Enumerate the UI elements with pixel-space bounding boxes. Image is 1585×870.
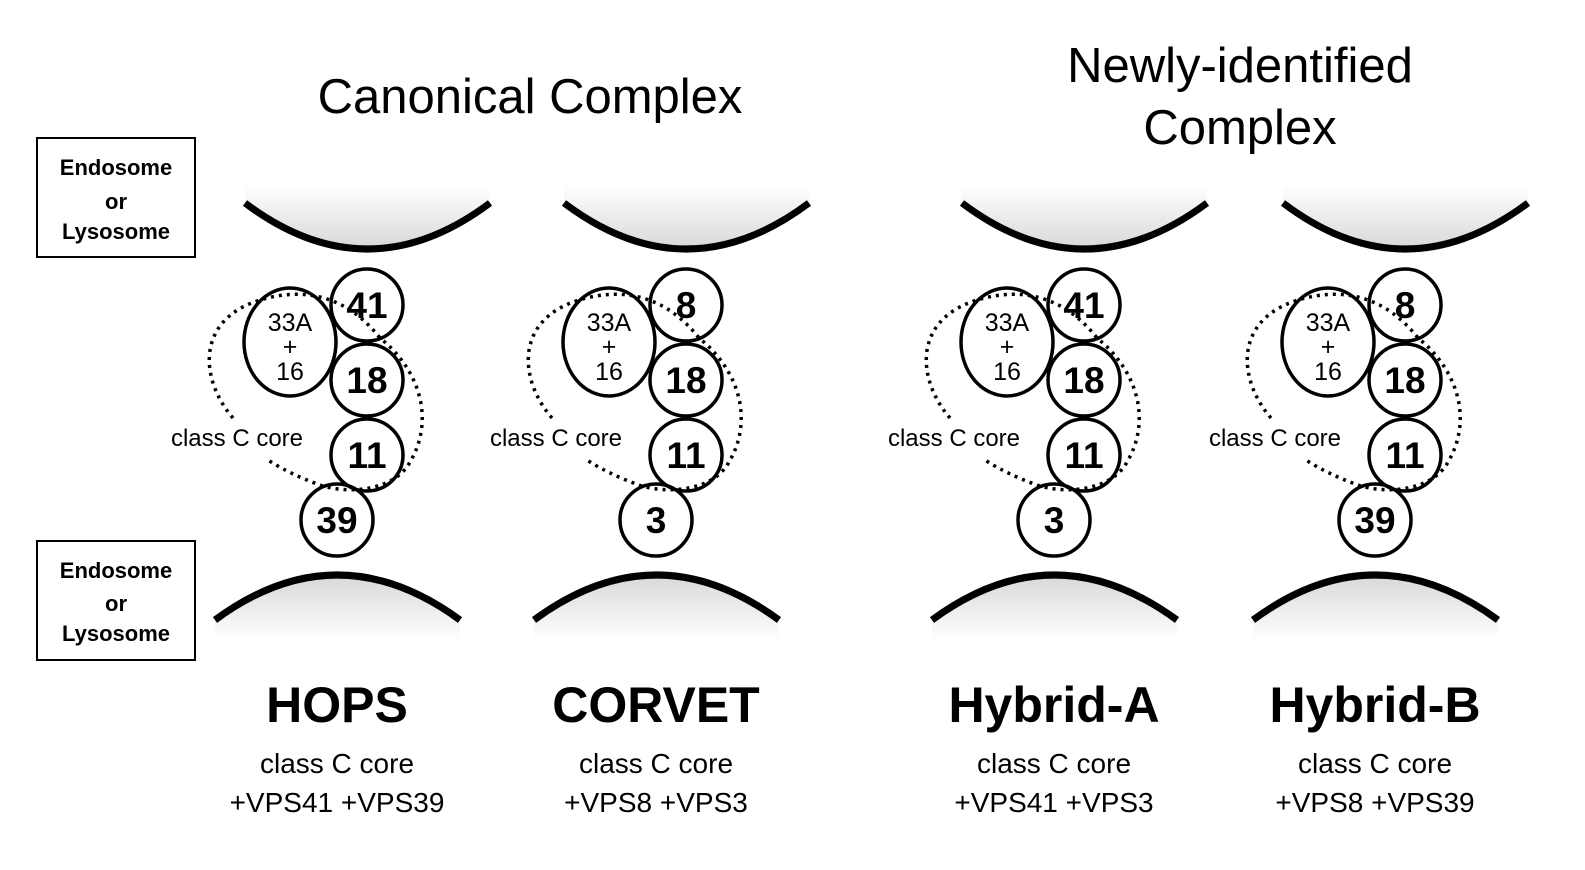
subunit-label: + xyxy=(602,333,617,361)
subunit-label: 18 xyxy=(665,360,706,401)
subunit-39 xyxy=(299,482,375,558)
subunit-11 xyxy=(1367,417,1443,493)
complex-additions: +VPS8 +VPS3 xyxy=(564,787,748,818)
subunit-label: 33A xyxy=(587,309,632,337)
subunit-33a-16 xyxy=(959,286,1055,398)
compartment-box-bottom: Endosome or Lysosome xyxy=(36,540,196,661)
complex-description: class C core xyxy=(1298,748,1452,779)
subunit-41 xyxy=(1046,267,1122,343)
subunit-label: 18 xyxy=(1384,360,1425,401)
compartment-label: Lysosome xyxy=(62,219,170,244)
membrane-bottom xyxy=(1250,571,1501,623)
subunit-label: 18 xyxy=(346,360,387,401)
subunit-33a-16 xyxy=(1280,286,1376,398)
subunit-label: 3 xyxy=(646,500,667,541)
subunit-18 xyxy=(1046,342,1122,418)
class-c-core-outline xyxy=(924,292,1141,492)
subunit-label: 16 xyxy=(993,358,1021,386)
canonical-complex-title: Canonical Complex xyxy=(318,70,743,124)
subunit-label: 18 xyxy=(1063,360,1104,401)
subunit-label: 11 xyxy=(1064,435,1103,476)
subunit-33a-16 xyxy=(561,286,657,398)
subunit-label: 11 xyxy=(1385,435,1424,476)
membrane-shading-bottom xyxy=(932,575,1177,640)
subunit-11 xyxy=(329,417,405,493)
membrane-shading-bottom xyxy=(1253,575,1498,640)
class-c-core-outline xyxy=(526,292,743,492)
complex-name: CORVET xyxy=(552,677,759,733)
complex-additions: +VPS8 +VPS39 xyxy=(1275,787,1474,818)
membrane-top xyxy=(1280,200,1531,253)
subunit-label: + xyxy=(1321,333,1336,361)
membrane-shading-bottom xyxy=(534,575,779,640)
subunit-label: 8 xyxy=(1395,285,1416,326)
subunit-label: 33A xyxy=(1306,309,1351,337)
class-c-core-label: class C core xyxy=(1209,425,1341,452)
membrane-shading-top xyxy=(962,185,1207,249)
complex-name: HOPS xyxy=(266,677,408,733)
subunit-label: 33A xyxy=(268,309,313,337)
membrane-shading-top xyxy=(245,185,490,249)
subunit-8 xyxy=(1367,267,1443,343)
subunit-label: 11 xyxy=(666,435,705,476)
subunit-3 xyxy=(1016,482,1092,558)
subunit-18 xyxy=(648,342,724,418)
membrane-shading-top xyxy=(564,185,809,249)
subunit-label: 41 xyxy=(346,285,387,326)
subunit-label: + xyxy=(1000,333,1015,361)
class-c-core-outline xyxy=(207,292,424,492)
compartment-label: Endosome xyxy=(60,155,172,180)
subunit-label: 11 xyxy=(347,435,386,476)
complex-description: class C core xyxy=(977,748,1131,779)
subunit-33a-16 xyxy=(242,286,338,398)
compartment-label: Lysosome xyxy=(62,621,170,646)
membrane-top xyxy=(959,200,1210,253)
subunit-8 xyxy=(648,267,724,343)
membrane-bottom xyxy=(929,571,1180,623)
complex-name: Hybrid-A xyxy=(948,677,1159,733)
compartment-label: or xyxy=(105,591,127,616)
subunit-11 xyxy=(648,417,724,493)
complex-description: class C core xyxy=(260,748,414,779)
subunit-label: 16 xyxy=(1314,358,1342,386)
compartment-box-top: Endosome or Lysosome xyxy=(36,137,196,258)
subunit-39 xyxy=(1337,482,1413,558)
subunit-label: 16 xyxy=(276,358,304,386)
subunit-label: 8 xyxy=(676,285,697,326)
class-c-core-label: class C core xyxy=(171,425,303,452)
subunit-label: + xyxy=(283,333,298,361)
complex-additions: +VPS41 +VPS39 xyxy=(230,787,445,818)
complex-description: class C core xyxy=(579,748,733,779)
subunit-18 xyxy=(329,342,405,418)
subunit-label: 16 xyxy=(595,358,623,386)
subunit-41 xyxy=(329,267,405,343)
compartment-label: Endosome xyxy=(60,558,172,583)
subunit-label: 39 xyxy=(1354,500,1395,541)
subunit-label: 3 xyxy=(1044,500,1065,541)
new-complex-title-line1: Newly-identified xyxy=(1067,39,1413,93)
class-c-core-outline xyxy=(1245,292,1462,492)
subunit-3 xyxy=(618,482,694,558)
membrane-shading-top xyxy=(1283,185,1528,249)
membrane-top xyxy=(242,200,493,253)
complex-name: Hybrid-B xyxy=(1269,677,1480,733)
membrane-top xyxy=(561,200,812,253)
class-c-core-label: class C core xyxy=(888,425,1020,452)
subunit-label: 33A xyxy=(985,309,1030,337)
membrane-bottom xyxy=(531,571,782,623)
new-complex-title-line2: Complex xyxy=(1143,101,1336,155)
subunit-label: 39 xyxy=(316,500,357,541)
subunit-11 xyxy=(1046,417,1122,493)
membrane-shading-bottom xyxy=(215,575,460,640)
complex-additions: +VPS41 +VPS3 xyxy=(954,787,1153,818)
compartment-label: or xyxy=(105,189,127,214)
subunit-18 xyxy=(1367,342,1443,418)
membrane-bottom xyxy=(212,571,463,623)
subunit-label: 41 xyxy=(1063,285,1104,326)
class-c-core-label: class C core xyxy=(490,425,622,452)
